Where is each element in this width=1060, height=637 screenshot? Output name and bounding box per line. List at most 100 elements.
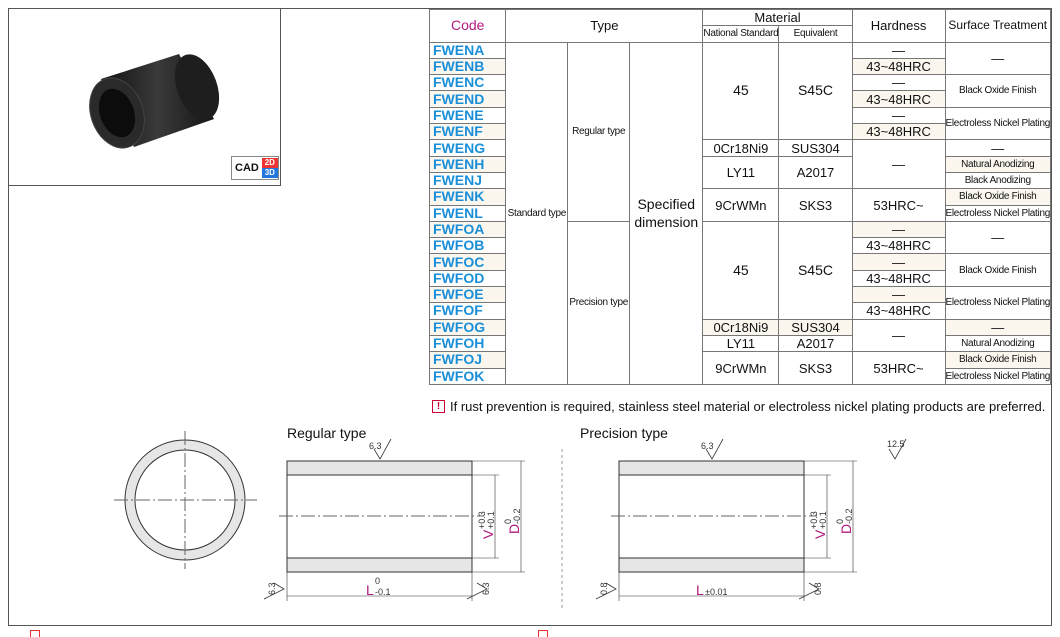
dim-D-regular: D	[506, 524, 522, 534]
code-cell[interactable]: FWENJ	[428, 171, 507, 190]
product-photo: CAD 2D 3D	[9, 9, 281, 186]
surface-cell: —	[944, 318, 1051, 336]
hardness-cell: 53HRC~	[851, 351, 946, 385]
surface-cell: —	[944, 220, 1051, 255]
surface-cell: Black Oxide Finish	[944, 351, 1051, 369]
header-type: Type	[505, 9, 704, 43]
code-cell[interactable]: FWENK	[428, 188, 507, 206]
hardness-cell: 43~48HRC	[851, 269, 946, 288]
type-regular: Regular type	[567, 41, 631, 222]
surface-cell: —	[944, 139, 1051, 157]
code-cell[interactable]: FWENE	[428, 106, 507, 125]
dim-V-precision: V	[812, 529, 828, 539]
bushing-image	[89, 54, 220, 149]
hardness-cell: 53HRC~	[851, 188, 946, 222]
dim-D-prec-up: 0	[835, 519, 845, 524]
specified-dimension: Specified dimension	[629, 41, 704, 385]
hardness-cell: —	[851, 106, 946, 125]
roughness-63-regular: 6.3	[369, 441, 382, 451]
rust-note: ! If rust prevention is required, stainl…	[432, 399, 1045, 414]
hardness-cell: 43~48HRC	[851, 90, 946, 108]
hardness-cell: 43~48HRC	[851, 57, 946, 76]
roughness-63-right: 6.3	[481, 582, 491, 595]
cad-label: CAD	[235, 162, 259, 174]
code-cell[interactable]: FWENA	[428, 41, 507, 59]
material-cell: SUS304	[778, 318, 853, 336]
surface-cell: Electroless Nickel Plating	[944, 106, 1051, 141]
material-cell: 9CrWMn	[702, 351, 780, 385]
roughness-125: 12.5	[887, 439, 905, 449]
type-standard: Standard type	[505, 41, 569, 385]
hardness-cell: —	[851, 220, 946, 239]
code-cell[interactable]: FWENL	[428, 204, 507, 222]
surface-cell: Electroless Nickel Plating	[944, 286, 1051, 320]
code-cell[interactable]: FWENF	[428, 123, 507, 141]
code-cell[interactable]: FWFOB	[428, 237, 507, 255]
surface-cell: Natural Anodizing	[944, 155, 1051, 173]
code-cell[interactable]: FWFOF	[428, 302, 507, 320]
code-cell[interactable]: FWFOK	[428, 367, 507, 385]
roughness-63-left: 6.3	[267, 582, 277, 595]
dim-D-reg-up: 0	[503, 519, 513, 524]
hardness-cell: 43~48HRC	[851, 302, 946, 320]
material-45-a: 45	[702, 41, 780, 141]
note-text: If rust prevention is required, stainles…	[450, 399, 1046, 414]
dim-V-prec-lo: +0.1	[818, 511, 828, 529]
code-cell[interactable]: FWFOE	[428, 286, 507, 304]
precision-type-title: Precision type	[580, 425, 668, 441]
dim-D-reg-lo: -0.2	[512, 508, 522, 524]
footer-marker-right	[538, 630, 548, 637]
dim-D-prec-lo: -0.2	[844, 508, 854, 524]
cad-badge[interactable]: CAD 2D 3D	[231, 156, 279, 180]
dim-V-prec-up: +0.3	[809, 511, 819, 529]
code-cell[interactable]: FWFOA	[428, 220, 507, 239]
roughness-63-precision: 6.3	[701, 441, 714, 451]
badge-3d: 3D	[261, 168, 278, 178]
hardness-cell: —	[851, 74, 946, 92]
material-s45c-a: S45C	[778, 41, 853, 141]
material-cell: LY11	[702, 334, 780, 353]
spec-table: Code Type Material Hardness Surface Trea…	[428, 8, 1051, 385]
material-cell: LY11	[702, 155, 780, 190]
dim-V-reg-up: +0.3	[477, 511, 487, 529]
code-cell[interactable]: FWENG	[428, 139, 507, 157]
code-cell[interactable]: FWFOD	[428, 269, 507, 288]
code-cell[interactable]: FWENH	[428, 155, 507, 173]
surface-cell: Black Oxide Finish	[944, 188, 1051, 206]
code-cell[interactable]: FWFOJ	[428, 351, 507, 369]
badge-2d: 2D	[261, 158, 278, 168]
surface-cell: —	[944, 41, 1051, 76]
footer-marker-left	[30, 630, 40, 637]
code-cell[interactable]: FWENB	[428, 57, 507, 76]
material-s45c-b: S45C	[778, 220, 853, 320]
material-cell: SUS304	[778, 139, 853, 157]
dim-D-precision: D	[838, 524, 854, 534]
dim-L-reg-upper: 0	[375, 576, 380, 586]
hardness-cell: —	[851, 139, 946, 190]
header-equivalent: Equivalent	[778, 25, 853, 43]
code-cell[interactable]: FWFOC	[428, 253, 507, 271]
code-cell[interactable]: FWFOH	[428, 334, 507, 353]
roughness-08-left: 0.8	[599, 582, 609, 595]
dim-L-reg-lower: -0.1	[375, 587, 391, 597]
material-cell: SKS3	[778, 351, 853, 385]
hardness-cell: 43~48HRC	[851, 237, 946, 255]
material-cell: 9CrWMn	[702, 188, 780, 222]
material-cell: SKS3	[778, 188, 853, 222]
dim-L-prec-tol: ±0.01	[705, 587, 727, 597]
code-cell[interactable]: FWFOG	[428, 318, 507, 336]
roughness-08-right: 0.8	[813, 582, 823, 595]
material-cell: A2017	[778, 334, 853, 353]
header-material: Material	[702, 8, 853, 27]
hardness-cell: —	[851, 286, 946, 304]
hardness-cell: —	[851, 318, 946, 353]
warning-icon: !	[432, 400, 445, 413]
material-cell: A2017	[778, 155, 853, 190]
hardness-cell: —	[851, 41, 946, 59]
code-cell[interactable]: FWEND	[428, 90, 507, 108]
dim-L-precision: L	[696, 582, 704, 598]
content-frame: CAD 2D 3D Code Type Material Hardness Su…	[8, 8, 1052, 626]
hardness-cell: —	[851, 253, 946, 271]
code-cell[interactable]: FWENC	[428, 74, 507, 92]
surface-cell: Black Anodizing	[944, 171, 1051, 190]
